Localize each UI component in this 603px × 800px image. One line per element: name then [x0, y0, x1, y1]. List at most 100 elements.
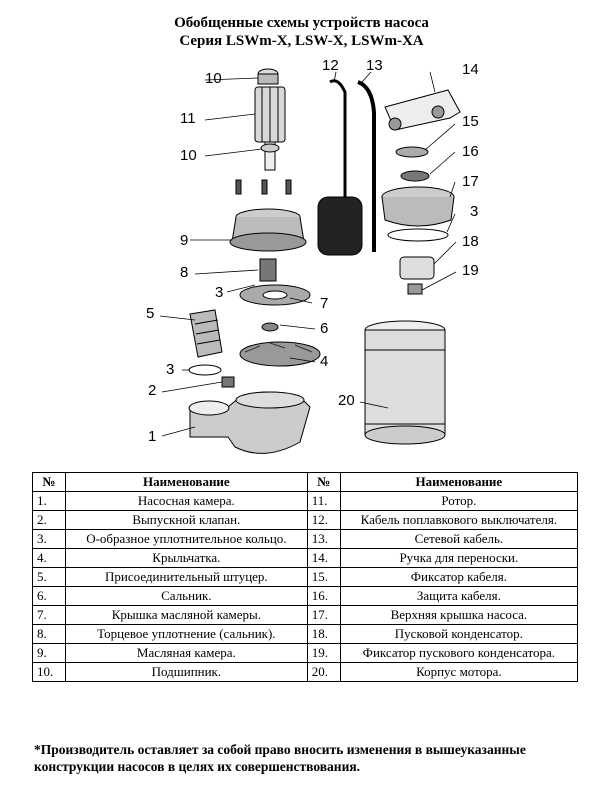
- row-name-left: Крышка масляной камеры.: [65, 605, 308, 625]
- row-name-left: Масляная камера.: [65, 643, 308, 663]
- callout-9: 9: [180, 232, 188, 249]
- carry-handle: [384, 89, 461, 131]
- motor-housing: [364, 320, 446, 445]
- row-num-right: 14.: [306, 548, 341, 568]
- o-ring-upper: [387, 228, 449, 242]
- callout-15: 15: [462, 113, 479, 130]
- callout-2: 2: [148, 382, 156, 399]
- callout-3-lower: 3: [166, 361, 174, 378]
- cable-fixer: [395, 146, 429, 158]
- footnote: *Производитель оставляет за собой право …: [34, 742, 526, 774]
- row-name-right: Верхняя крышка насоса.: [339, 605, 579, 625]
- row-num-right: 15.: [306, 567, 341, 587]
- table-row: 4.Крыльчатка.14.Ручка для переноски.: [32, 548, 579, 568]
- row-name-right: Защита кабеля.: [339, 586, 579, 606]
- row-name-left: Выпускной клапан.: [65, 510, 308, 530]
- cable-protection: [400, 170, 430, 182]
- callout-10-bottom: 10: [180, 147, 197, 164]
- row-num-left: 9.: [32, 643, 66, 663]
- row-name-right: Ручка для переноски.: [339, 548, 579, 568]
- row-name-left: О-образное уплотнительное кольцо.: [65, 529, 308, 549]
- row-num-left: 6.: [32, 586, 66, 606]
- row-num-right: 11.: [306, 491, 341, 511]
- row-num-left: 4.: [32, 548, 66, 568]
- impeller: [239, 341, 321, 367]
- mechanical-seal: [259, 258, 277, 282]
- leader-lines: [159, 71, 457, 437]
- rotor: [254, 86, 286, 171]
- top-cover: [381, 186, 455, 227]
- row-name-right: Ротор.: [339, 491, 579, 511]
- callout-8: 8: [180, 264, 188, 281]
- row-name-left: Сальник.: [65, 586, 308, 606]
- table-header-row: № Наименование № Наименование: [32, 472, 579, 492]
- callout-3-upper: 3: [470, 203, 478, 220]
- row-name-right: Кабель поплавкового выключателя.: [339, 510, 579, 530]
- row-num-left: 8.: [32, 624, 66, 644]
- title-line-2: Серия LSWm-X, LSW-X, LSWm-XA: [179, 33, 424, 49]
- table-row: 9.Масляная камера.19.Фиксатор пускового …: [32, 643, 579, 663]
- header-num-left: №: [32, 472, 66, 492]
- row-num-left: 10.: [32, 662, 66, 682]
- row-name-right: Сетевой кабель.: [339, 529, 579, 549]
- o-ring-lower: [188, 364, 222, 376]
- callout-13: 13: [366, 57, 383, 74]
- callout-3-middle: 3: [215, 284, 223, 301]
- outlet-valve: [221, 376, 235, 388]
- row-num-left: 2.: [32, 510, 66, 530]
- row-name-left: Крыльчатка.: [65, 548, 308, 568]
- row-num-left: 1.: [32, 491, 66, 511]
- table-row: 8.Торцевое уплотнение (сальник).18.Пуско…: [32, 624, 579, 644]
- callout-14: 14: [462, 61, 479, 78]
- oil-chamber-cover: [239, 284, 311, 306]
- row-name-left: Подшипник.: [65, 662, 308, 682]
- callout-20: 20: [338, 392, 355, 409]
- table-row: 3.О-образное уплотнительное кольцо.13.Се…: [32, 529, 579, 549]
- row-name-left: Насосная камера.: [65, 491, 308, 511]
- table-row: 6.Сальник.16.Защита кабеля.: [32, 586, 579, 606]
- row-num-right: 16.: [306, 586, 341, 606]
- oil-chamber: [229, 208, 307, 252]
- row-name-right: Фиксатор пускового конденсатора.: [339, 643, 579, 663]
- title-line-1: Обобщенные схемы устройств насоса: [174, 15, 429, 31]
- callout-11: 11: [180, 110, 196, 127]
- screws: [235, 179, 292, 195]
- connection-fitting: [189, 309, 223, 358]
- table-row: 2.Выпускной клапан.12.Кабель поплавковог…: [32, 510, 579, 530]
- row-num-right: 19.: [306, 643, 341, 663]
- parts-table-body: 1.Насосная камера.11.Ротор.2.Выпускной к…: [32, 491, 579, 682]
- row-num-right: 12.: [306, 510, 341, 530]
- callout-6: 6: [320, 320, 328, 337]
- callout-10-top: 10: [205, 70, 222, 87]
- exploded-pump-diagram: 10 11 10 12 13 14 15 16 17 3 9 8 3 7 18 …: [146, 57, 479, 454]
- header-name-left: Наименование: [65, 472, 308, 492]
- callout-17: 17: [462, 173, 479, 190]
- callout-1: 1: [148, 428, 156, 445]
- row-name-left: Присоединительный штуцер.: [65, 567, 308, 587]
- capacitor-fixer: [407, 283, 423, 295]
- callout-16: 16: [462, 143, 479, 160]
- row-num-right: 18.: [306, 624, 341, 644]
- row-num-left: 3.: [32, 529, 66, 549]
- power-cable: [357, 80, 376, 252]
- header-name-right: Наименование: [339, 472, 579, 492]
- table-row: 5.Присоединительный штуцер.15.Фиксатор к…: [32, 567, 579, 587]
- header-num-right: №: [306, 472, 341, 492]
- row-num-left: 5.: [32, 567, 66, 587]
- table-row: 1.Насосная камера.11.Ротор.: [32, 491, 579, 511]
- callout-12: 12: [322, 57, 339, 74]
- table-row: 10.Подшипник.20.Корпус мотора.: [32, 662, 579, 682]
- callout-19: 19: [462, 262, 479, 279]
- row-num-right: 20.: [306, 662, 341, 682]
- row-num-left: 7.: [32, 605, 66, 625]
- row-name-right: Фиксатор кабеля.: [339, 567, 579, 587]
- callout-7: 7: [320, 295, 328, 312]
- callout-18: 18: [462, 233, 479, 250]
- row-name-right: Пусковой конденсатор.: [339, 624, 579, 644]
- bearing-top: [257, 68, 279, 85]
- row-num-right: 17.: [306, 605, 341, 625]
- bearing-bottom: [260, 143, 280, 153]
- row-name-right: Корпус мотора.: [339, 662, 579, 682]
- pump-chamber: [188, 391, 311, 454]
- row-name-left: Торцевое уплотнение (сальник).: [65, 624, 308, 644]
